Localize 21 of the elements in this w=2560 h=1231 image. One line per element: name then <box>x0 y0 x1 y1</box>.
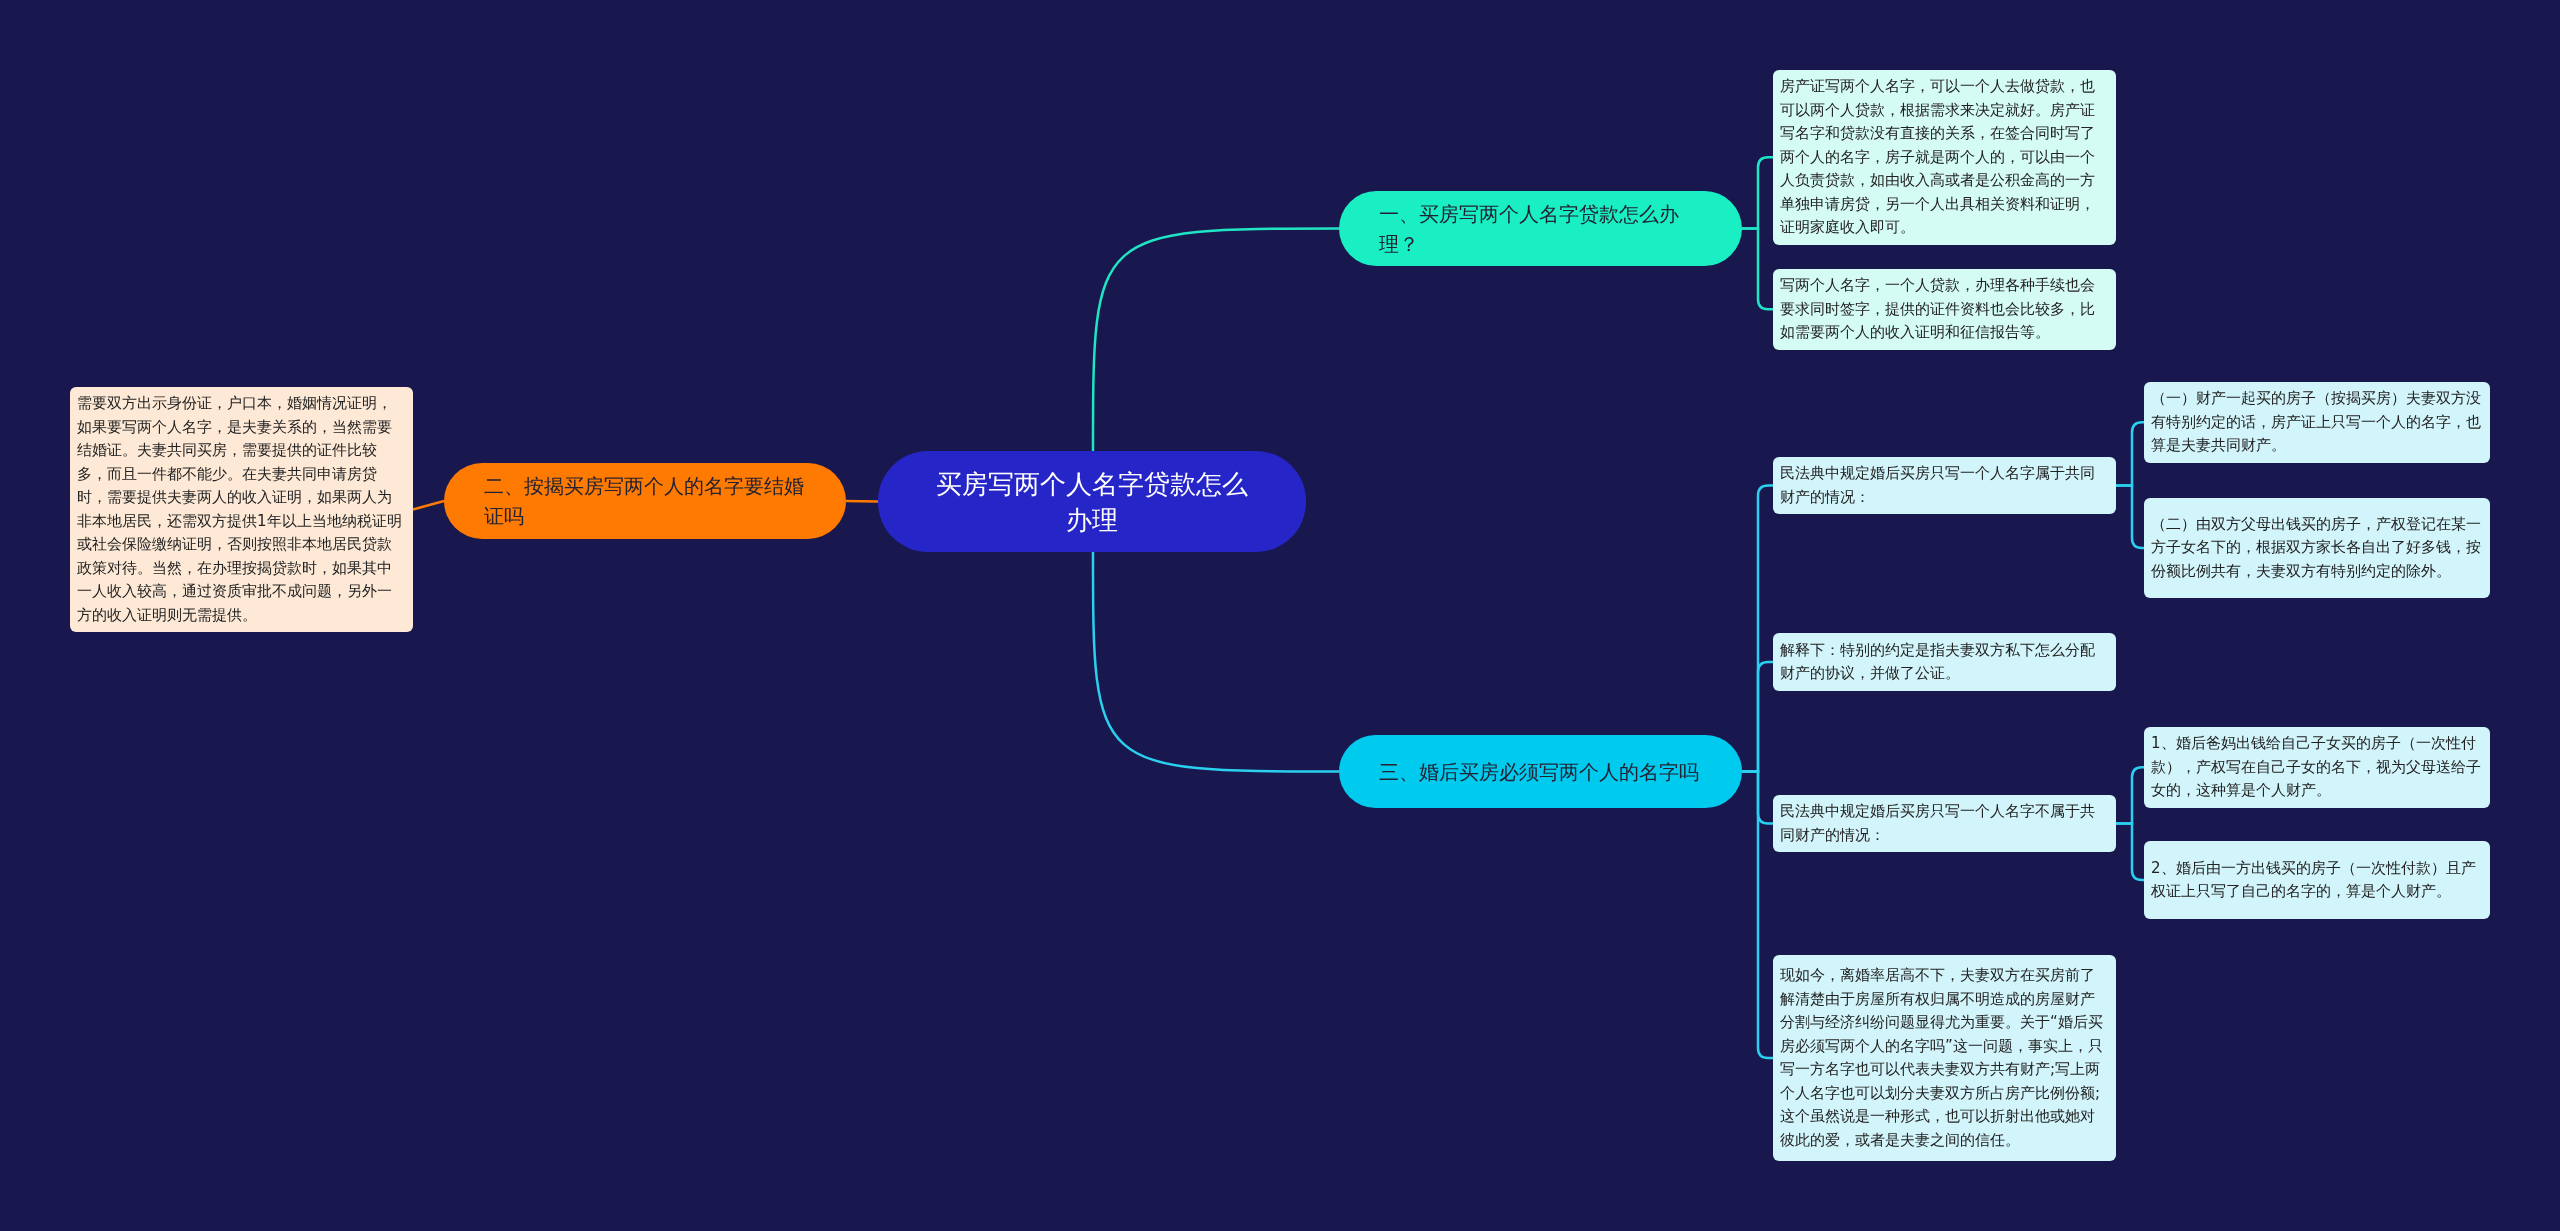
note-card: （二）由双方父母出钱买的房子，产权登记在某一方子女名下的，根据双方家长各自出了好多钱，按份额比例共有，夫妻双方有特别约定的除外。 <box>2144 498 2490 598</box>
branch-topic: 二、按揭买房写两个人的名字要结婚证吗 <box>444 463 846 539</box>
branch-topic: 三、婚后买房必须写两个人的名字吗 <box>1339 735 1742 808</box>
note-card: 解释下：特别的约定是指夫妻双方私下怎么分配财产的协议，并做了公证。 <box>1773 633 2116 691</box>
note-card: 1、婚后爸妈出钱给自己子女买的房子（一次性付款），产权写在自己子女的名下，视为父母送给子女的，这种算是个人财产。 <box>2144 727 2490 808</box>
branch-topic: 一、买房写两个人名字贷款怎么办理？ <box>1339 191 1742 266</box>
connector-line <box>845 499 879 503</box>
central-topic: 买房写两个人名字贷款怎么办理 <box>878 451 1306 552</box>
note-card: 民法典中规定婚后买房只写一个人名字不属于共同财产的情况： <box>1773 795 2116 852</box>
connector-line <box>1091 552 1339 773</box>
note-card: （一）财产一起买的房子（按揭买房）夫妻双方没有特别约定的话，房产证上只写一个人的名字，也算是夫妻共同财产。 <box>2144 382 2490 463</box>
note-card: 现如今，离婚率居高不下，夫妻双方在买房前了解清楚由于房屋所有权归属不明造成的房屋财产分割与经济纠纷问题显得尤为重要。关于“婚后买房必须写两个人的名字吗”这一问题，事实上，只写一方名字也可以代表夫妻双方共有财产;写上两个人名字也可以划分夫妻双方所占房产比例份额;这个虽然说是一种形式，也可以折射出他或她对彼此的爱，或者是夫妻之间的信任。 <box>1773 955 2116 1161</box>
connector-line <box>2116 822 2144 882</box>
connector-line <box>2116 484 2144 550</box>
note-card: 需要双方出示身份证，户口本，婚姻情况证明，如果要写两个人名字，是夫妻关系的，当然需要结婚证。夫妻共同买房，需要提供的证件比较多，而且一件都不能少。在夫妻共同申请房贷时，需要提供夫妻两人的收入证明，如果两人为非本地居民，还需双方提供1年以上当地纳税证明或社会保险缴纳证明，否则按照非本地居民贷款政策对待。当然，在办理按揭贷款时，如果其中一人收入较高，通过资质审批不成问题，另外一方的收入证明则无需提供。 <box>70 387 413 632</box>
note-card: 2、婚后由一方出钱买的房子（一次性付款）且产权证上只写了自己的名字的，算是个人财产。 <box>2144 841 2490 919</box>
connector-line <box>1091 227 1339 451</box>
note-card: 写两个人名字，一个人贷款，办理各种手续也会要求同时签字，提供的证件资料也会比较多，比如需要两个人的收入证明和征信报告等。 <box>1773 269 2116 350</box>
note-card: 房产证写两个人名字，可以一个人去做贷款，也可以两个人贷款，根据需求来决定就好。房产证写名字和贷款没有直接的关系，在签合同时写了两个人的名字，房子就是两个人的，可以由一个人负责贷款，如由收入高或者是公积金高的一方单独申请房贷，另一个人出具相关资料和证明，证明家庭收入即可。 <box>1773 70 2116 245</box>
note-card: 民法典中规定婚后买房只写一个人名字属于共同财产的情况： <box>1773 457 2116 514</box>
connector-line <box>412 499 445 511</box>
